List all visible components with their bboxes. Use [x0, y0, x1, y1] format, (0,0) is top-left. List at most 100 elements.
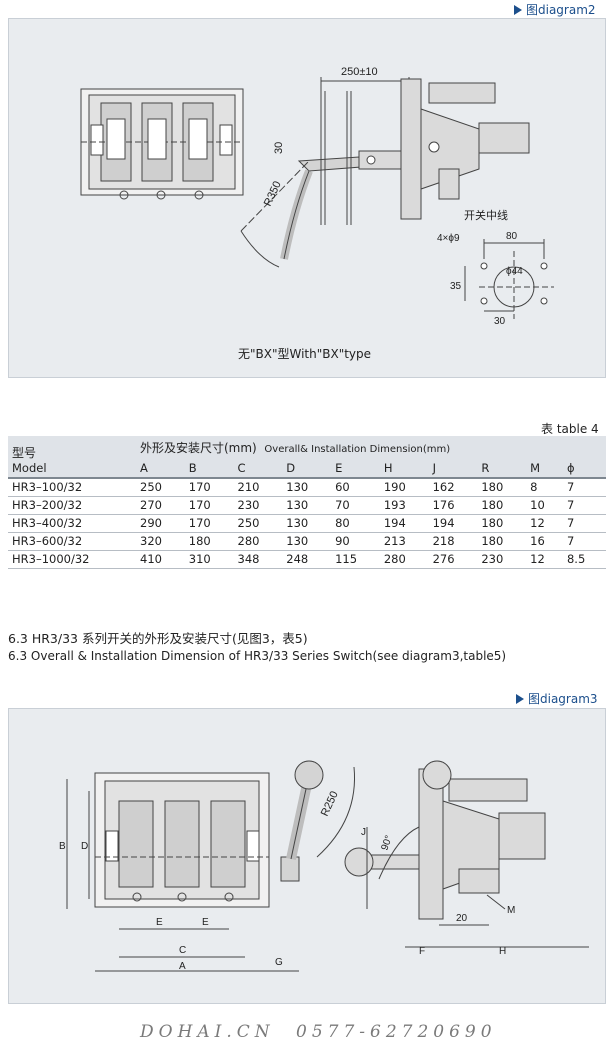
col-header-j: J	[428, 458, 478, 479]
cell-j: 162	[428, 478, 478, 497]
dim-f-text: F	[419, 946, 425, 957]
cell-r: 180	[477, 514, 527, 533]
switch-side-view	[358, 78, 530, 220]
cell-r: 180	[477, 478, 527, 497]
cell-m: 12	[526, 550, 563, 569]
dim-e2-text: E	[202, 917, 209, 928]
dim-b-text: B	[59, 841, 66, 852]
col-header-c: C	[233, 458, 283, 479]
side-view-dims	[366, 827, 589, 948]
hole-dim-4x9: 4×ϕ9	[437, 233, 460, 244]
dim-90-text: 90°	[379, 834, 395, 852]
cell-e: 60	[331, 478, 380, 497]
cell-e: 115	[331, 550, 380, 569]
cell-phi: 7	[562, 532, 606, 551]
cell-a: 410	[136, 550, 185, 569]
watermark-phone: 0577-62720690	[296, 1022, 497, 1042]
col-header-h: H	[379, 458, 429, 479]
diagram2-caption: 无"BX"型With"BX"type	[238, 347, 372, 361]
handle-arm	[240, 156, 362, 268]
dim-250-text: 250±10	[341, 66, 378, 78]
dim-30-text: 30	[273, 142, 285, 154]
cell-a: 320	[136, 532, 185, 551]
cell-b: 170	[184, 478, 234, 497]
dim-j-text: J	[361, 827, 366, 838]
group-title-cn: 外形及安装尺寸(mm)	[140, 440, 257, 455]
dim-m-text: M	[507, 905, 515, 916]
section-heading-cn: 6.3 HR3/33 系列开关的外形及安装尺寸(见图3，表5)	[8, 631, 308, 646]
dim-c-text: C	[179, 945, 186, 956]
col-header-a: A	[136, 458, 185, 479]
cell-r: 180	[477, 532, 527, 551]
diagram3-label: 图diagram3	[516, 690, 598, 707]
col-header-phi: ϕ	[562, 458, 606, 479]
switch-front-view	[94, 760, 356, 908]
cell-d: 130	[282, 532, 332, 551]
cell-r: 230	[477, 550, 527, 569]
hole-pattern	[464, 239, 554, 319]
panel-lines	[320, 77, 410, 225]
cell-b: 170	[184, 514, 234, 533]
table-row: HR3–600/32 320 180 280 130 90 213 218 18…	[8, 532, 606, 551]
row-model: HR3–1000/32	[8, 550, 136, 569]
diagram2-label: 图diagram2	[514, 1, 596, 18]
cell-c: 230	[233, 496, 283, 515]
cell-m: 12	[526, 514, 563, 533]
hole-dim-35: 35	[450, 281, 462, 292]
row-model: HR3–200/32	[8, 496, 136, 515]
cell-d: 130	[282, 496, 332, 515]
dim-a-text: A	[179, 961, 186, 972]
model-header-en: Model	[12, 461, 47, 475]
model-header-cn: 型号	[12, 446, 37, 460]
cell-phi: 7	[562, 478, 606, 497]
center-line-label: 开关中线	[464, 208, 508, 222]
dimension-group-header: 外形及安装尺寸(mm) Overall& Installation Dimens…	[136, 436, 606, 458]
cell-a: 250	[136, 478, 185, 497]
group-title-en: Overall& Installation Dimension(mm)	[264, 443, 451, 455]
front-view-dims	[66, 779, 299, 972]
cell-c: 348	[233, 550, 283, 569]
cell-b: 170	[184, 496, 234, 515]
cell-d: 130	[282, 478, 332, 497]
diagram3-panel: R250 B D E E C A G	[8, 708, 606, 1004]
play-triangle-icon	[514, 4, 522, 15]
cell-b: 310	[184, 550, 234, 569]
diagram2-label-text: 图diagram2	[526, 3, 596, 17]
cell-m: 8	[526, 478, 563, 497]
cell-j: 218	[428, 532, 478, 551]
cell-h: 213	[379, 532, 429, 551]
cell-h: 190	[379, 478, 429, 497]
hole-dim-80: 80	[506, 231, 518, 242]
cell-h: 193	[379, 496, 429, 515]
diagram2-panel: R350 30 250±10	[8, 18, 606, 378]
play-triangle-icon	[516, 693, 524, 704]
table4-header-row2: A B C D E H J R M ϕ	[8, 458, 606, 479]
cell-c: 280	[233, 532, 283, 551]
dim-g-text: G	[275, 957, 283, 968]
table4: 型号 Model 外形及安装尺寸(mm) Overall& Installati…	[8, 436, 606, 569]
cell-m: 10	[526, 496, 563, 515]
cell-h: 280	[379, 550, 429, 569]
dim-r350-text: R350	[262, 179, 284, 208]
watermark-site: DOHAI.CN	[140, 1022, 275, 1042]
table4-header-row1: 型号 Model 外形及安装尺寸(mm) Overall& Installati…	[8, 436, 606, 479]
section-heading-en: 6.3 Overall & Installation Dimension of …	[8, 649, 507, 663]
cell-j: 276	[428, 550, 478, 569]
cell-c: 210	[233, 478, 283, 497]
cell-h: 194	[379, 514, 429, 533]
table-row: HR3–100/32 250 170 210 130 60 190 162 18…	[8, 478, 606, 497]
col-header-b: B	[184, 458, 234, 479]
cell-a: 270	[136, 496, 185, 515]
dim-20-text: 20	[456, 913, 468, 924]
cell-c: 250	[233, 514, 283, 533]
col-header-e: E	[331, 458, 380, 479]
table4-title: 表 table 4	[541, 422, 599, 436]
cell-a: 290	[136, 514, 185, 533]
table-row: HR3–400/32 290 170 250 130 80 194 194 18…	[8, 514, 606, 533]
diagram2-drawing: R350 30 250±10	[80, 66, 554, 327]
dim-r250-text: R250	[319, 789, 341, 818]
cell-e: 90	[331, 532, 380, 551]
diagram3-label-text: 图diagram3	[528, 692, 598, 706]
cell-b: 180	[184, 532, 234, 551]
cell-m: 16	[526, 532, 563, 551]
